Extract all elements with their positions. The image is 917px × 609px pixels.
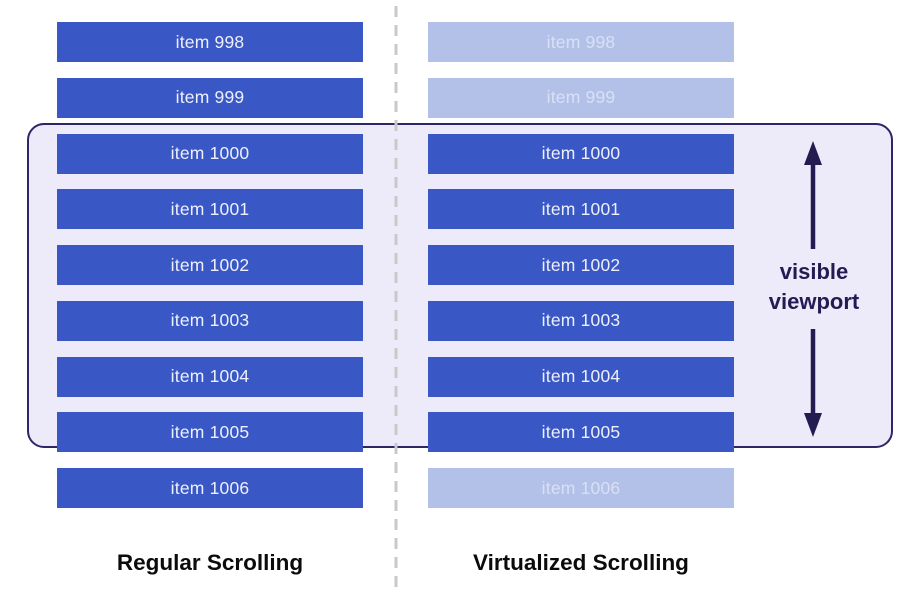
regular-scrolling-list: item 998 item 999 item 1000 item 1001 it… bbox=[57, 22, 363, 508]
list-item: item 1000 bbox=[428, 133, 734, 174]
list-item: item 1002 bbox=[57, 245, 363, 285]
list-item: item 1003 bbox=[428, 300, 734, 341]
arrow-down-icon bbox=[804, 413, 822, 437]
list-item: item 1005 bbox=[428, 412, 734, 453]
list-item: item 1001 bbox=[57, 189, 363, 230]
regular-scrolling-caption: Regular Scrolling bbox=[116, 550, 304, 575]
list-item: item 999 bbox=[57, 77, 363, 118]
list-item: item 1001 bbox=[428, 189, 734, 230]
list-item: item 1004 bbox=[57, 356, 363, 397]
list-item: item 1006 bbox=[57, 468, 363, 508]
list-item: item 999 bbox=[428, 77, 734, 118]
list-item: item 1005 bbox=[57, 412, 363, 453]
list-item: item 1006 bbox=[428, 468, 734, 508]
list-item: item 1000 bbox=[57, 133, 363, 174]
list-item: item 1003 bbox=[57, 300, 363, 341]
viewport-label: visible viewport bbox=[768, 259, 860, 314]
virtualized-scrolling-caption: Virtualized Scrolling bbox=[473, 550, 689, 575]
virtualized-scrolling-list: item 998 item 999 item 1000 item 1001 it… bbox=[428, 22, 734, 508]
arrow-up-icon bbox=[804, 141, 822, 165]
list-item: item 998 bbox=[57, 22, 363, 62]
column-divider bbox=[394, 6, 398, 590]
list-item: item 998 bbox=[428, 22, 734, 62]
list-item: item 1004 bbox=[428, 356, 734, 397]
viewport-range-arrow bbox=[804, 141, 822, 437]
list-item: item 1002 bbox=[428, 245, 734, 285]
